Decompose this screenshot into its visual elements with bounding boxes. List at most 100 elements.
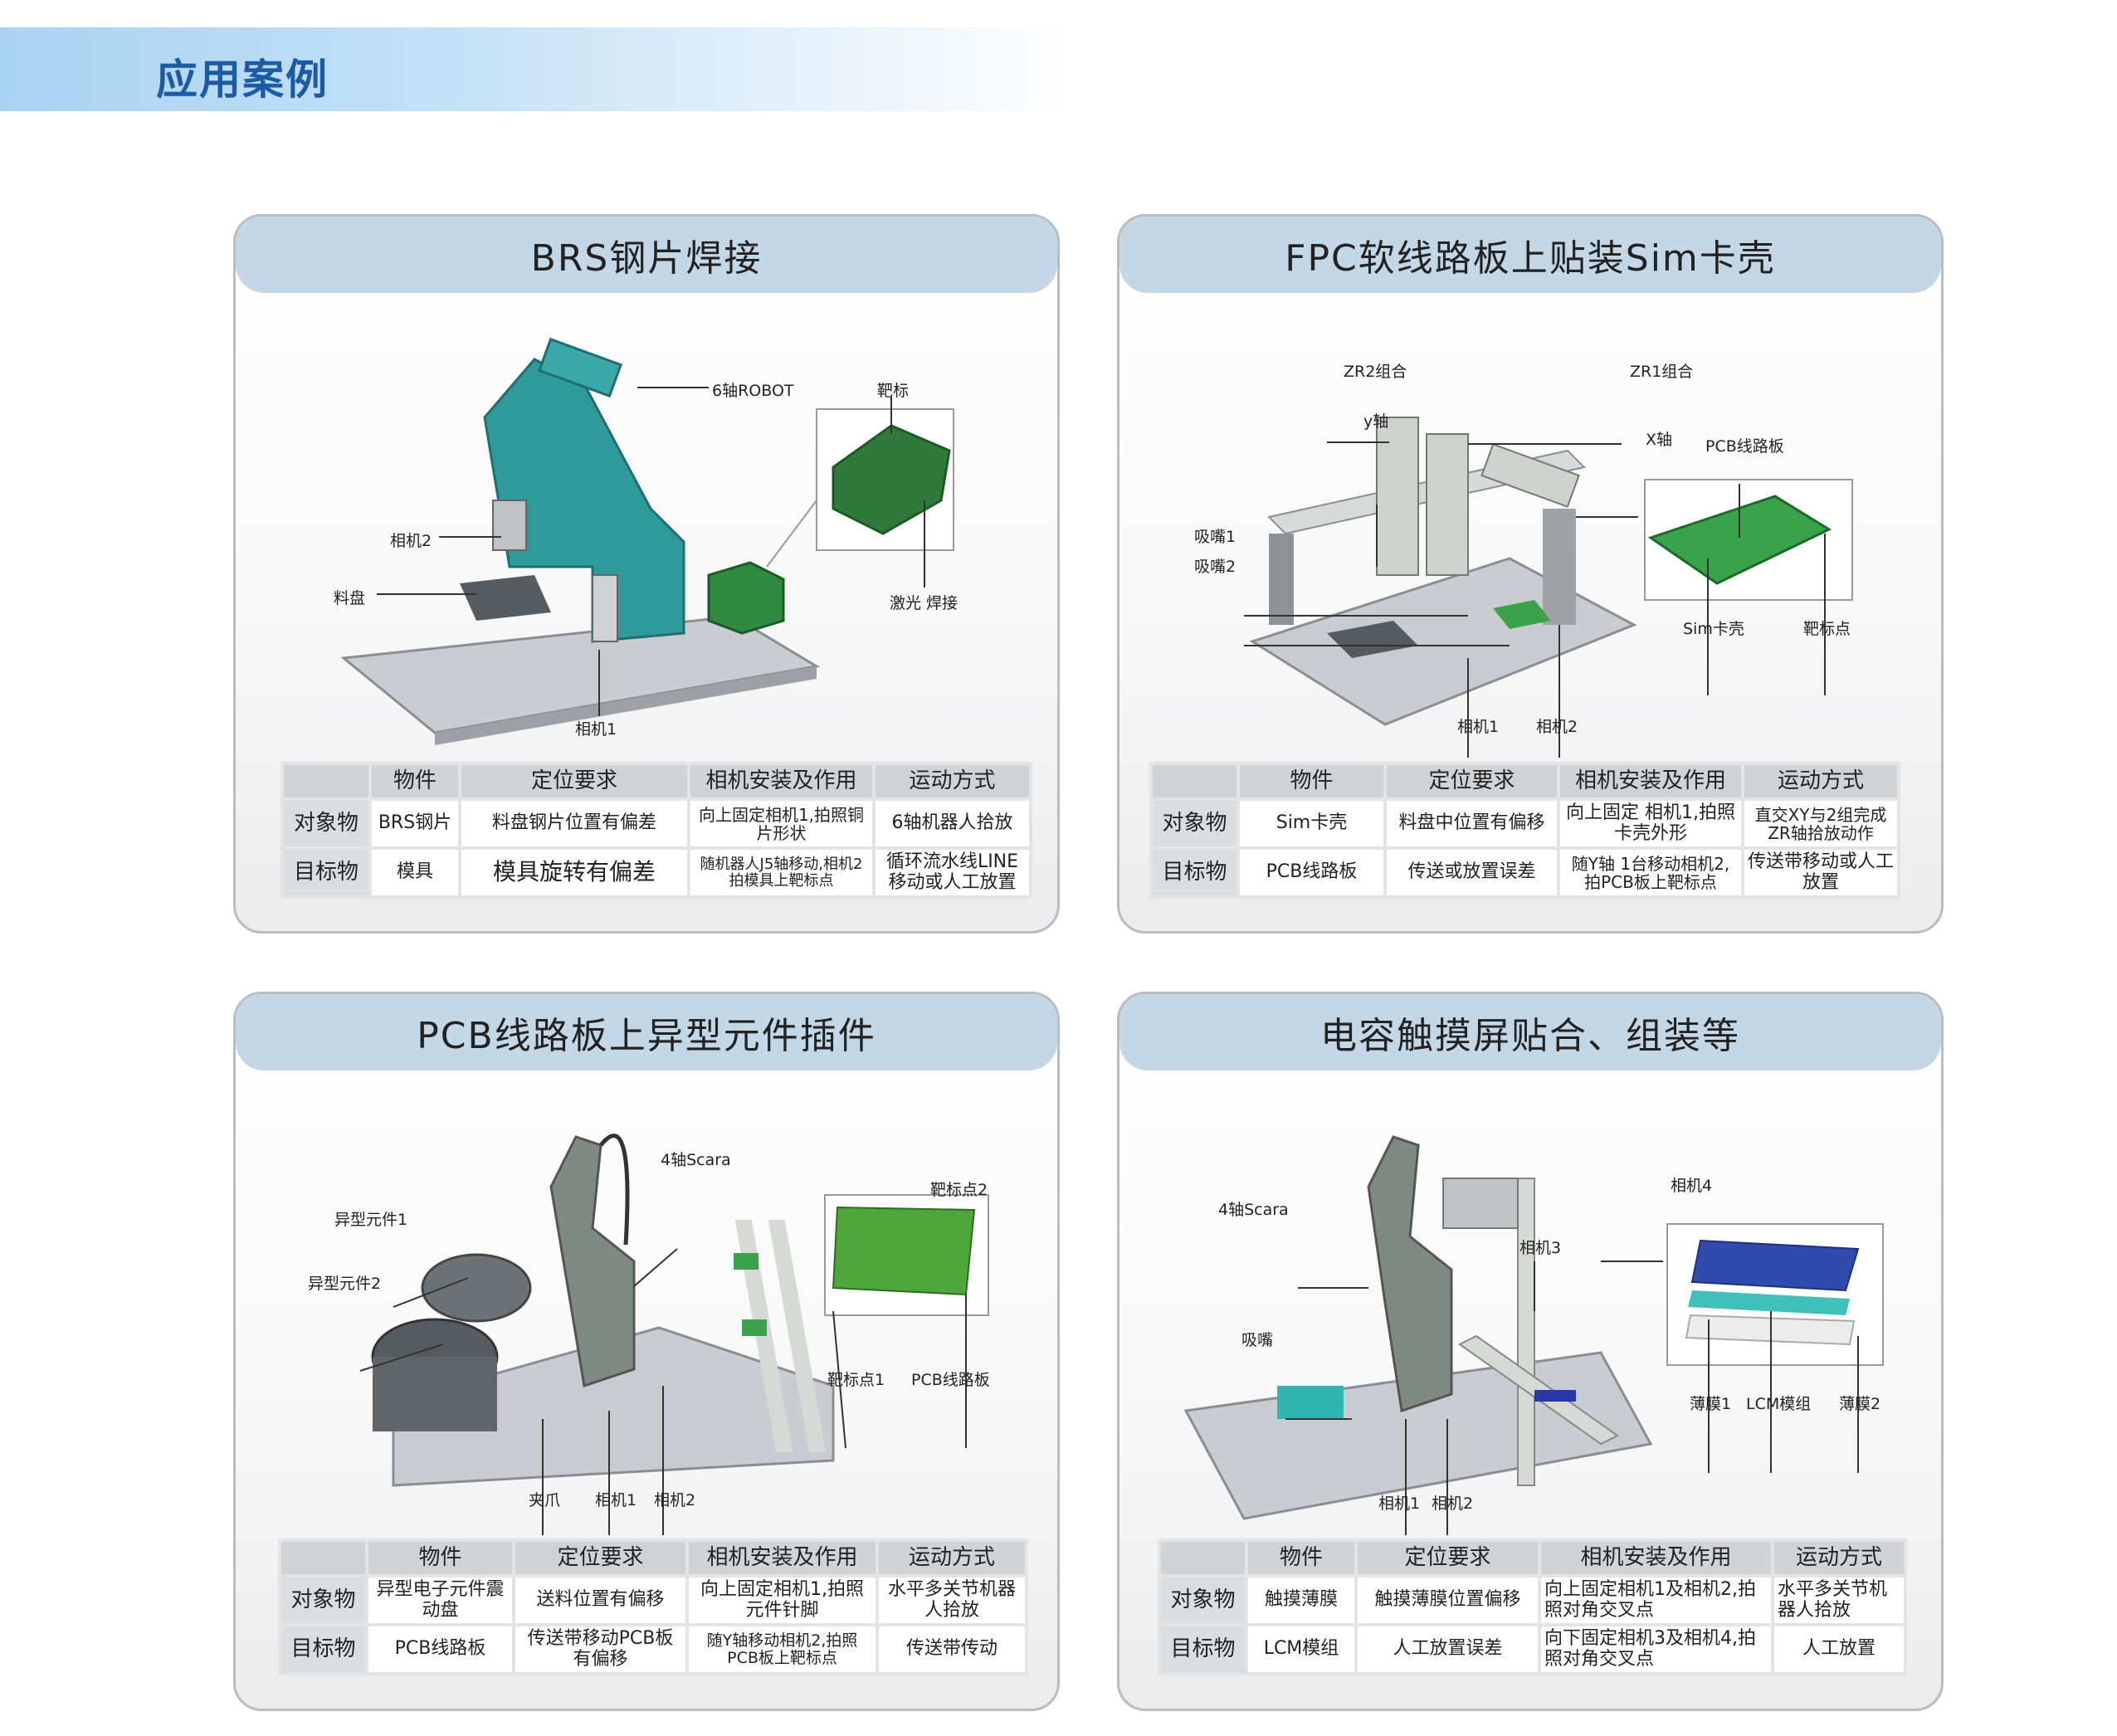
label-camera1: 相机1	[595, 1491, 637, 1509]
cell: 送料位置有偏移	[512, 1574, 689, 1626]
header-item: 物件	[1237, 762, 1387, 801]
cell: 随Y轴 1台移动相机2,拍PCB板上靶标点	[1557, 846, 1744, 899]
header-motion: 运动方式	[876, 1539, 1028, 1578]
cell: 触摸薄膜	[1245, 1574, 1358, 1626]
cell: 水平多关节机器人拾放	[1771, 1574, 1907, 1626]
cell: 料盘中位置有偏移	[1383, 797, 1560, 850]
header-positioning: 定位要求	[1354, 1539, 1541, 1578]
cell: 传送带移动或人工放置	[1741, 846, 1900, 899]
header-positioning: 定位要求	[458, 762, 690, 801]
header-motion: 运动方式	[1771, 1539, 1907, 1578]
header-item: 物件	[1245, 1539, 1358, 1578]
header-motion: 运动方式	[1741, 762, 1900, 801]
header-item: 物件	[365, 1539, 515, 1578]
row-label: 对象物	[1149, 797, 1240, 850]
cell: LCM模组	[1245, 1623, 1358, 1675]
case-card-fpc-sim: FPC软线路板上贴装Sim卡壳 ZR2组合 ZR1组合 y轴 X轴 PCB线路板…	[1117, 214, 1944, 934]
cell: PCB线路板	[1237, 846, 1387, 899]
table-row: 目标物模具模具旋转有偏差随机器人J5轴移动,相机2拍模具上靶标点循环流水线LIN…	[280, 846, 1032, 899]
cell: 6轴机器人拾放	[872, 797, 1032, 850]
header-positioning: 定位要求	[512, 1539, 689, 1578]
label-target-point2: 靶标点2	[930, 1181, 988, 1199]
header-positioning: 定位要求	[1383, 762, 1560, 801]
illustration-pcb-insertion: 4轴Scara 异型元件1 靶标点2 异型元件2 靶标点1 PCB线路板 夹爪 …	[236, 1070, 1057, 1568]
spec-table: 物件定位要求相机安装及作用运动方式 对象物触摸薄膜触摸薄膜位置偏移向上固定相机1…	[1158, 1539, 1907, 1675]
row-label: 目标物	[280, 846, 372, 899]
illustration-touchscreen: 4轴Scara 相机4 相机3 吸嘴 薄膜1 LCM模组 薄膜2 相机1 相机2	[1119, 1070, 1941, 1568]
card-title: FPC软线路板上贴装Sim卡壳	[1119, 217, 1941, 293]
robot-cell-drawing	[340, 337, 954, 745]
label-6axis-robot: 6轴ROBOT	[712, 382, 794, 400]
cell: 向上固定 相机1,拍照卡壳外形	[1557, 797, 1744, 850]
cell: 循环流水线LINE移动或人工放置	[872, 846, 1032, 899]
cell: 随Y轴移动相机2,拍照PCB板上靶标点	[685, 1623, 879, 1675]
section-banner	[0, 27, 1071, 111]
label-nozzle2: 吸嘴2	[1194, 558, 1237, 576]
row-label: 对象物	[1158, 1574, 1248, 1626]
cell: 传送带移动PCB板有偏移	[512, 1623, 689, 1675]
label-nozzle: 吸嘴	[1241, 1331, 1274, 1349]
label-4axis-scara: 4轴Scara	[1218, 1201, 1289, 1219]
row-label: 目标物	[1158, 1623, 1248, 1675]
label-y-axis: y轴	[1363, 412, 1389, 431]
cell: 人工放置	[1771, 1623, 1907, 1675]
cell: 模具	[368, 846, 461, 899]
cell: 向上固定相机1及相机2,拍照对角交叉点	[1538, 1574, 1774, 1626]
label-nozzle1: 吸嘴1	[1194, 528, 1237, 546]
label-laser-welding: 激光 焊接	[890, 594, 959, 612]
header-camera: 相机安装及作用	[1538, 1539, 1774, 1578]
header-blank	[280, 762, 372, 801]
table-row: 对象物异型电子元件震动盘送料位置有偏移向上固定相机1,拍照元件针脚水平多关节机器…	[278, 1574, 1028, 1626]
label-camera2: 相机2	[654, 1491, 696, 1509]
row-label: 目标物	[278, 1623, 368, 1675]
header-camera: 相机安装及作用	[1557, 762, 1744, 801]
label-sim-shell: Sim卡壳	[1683, 620, 1744, 638]
cell: 触摸薄膜位置偏移	[1354, 1574, 1541, 1626]
cell: 直交XY与2组完成ZR轴拾放动作	[1741, 797, 1900, 850]
scara-cell-drawing	[359, 1134, 989, 1568]
spec-table: 物件定位要求相机安装及作用运动方式 对象物异型电子元件震动盘送料位置有偏移向上固…	[278, 1539, 1028, 1675]
label-camera3: 相机3	[1519, 1239, 1562, 1257]
cell: 传送带传动	[876, 1623, 1028, 1675]
case-card-brs-welding: BRS钢片焊接 6轴ROBOT 靶标 相机2 料盘 激光 焊接 相机1 物件定位…	[233, 214, 1060, 934]
table-row: 对象物触摸薄膜触摸薄膜位置偏移向上固定相机1及相机2,拍照对角交叉点水平多关节机…	[1158, 1574, 1907, 1626]
label-camera2: 相机2	[1536, 718, 1578, 736]
label-camera1: 相机1	[1457, 718, 1500, 736]
label-pcb: PCB线路板	[911, 1371, 990, 1389]
header-blank	[278, 1539, 368, 1578]
label-target-point: 靶标点	[1803, 620, 1851, 638]
cell: Sim卡壳	[1237, 797, 1387, 850]
header-blank	[1158, 1539, 1248, 1578]
label-zr2: ZR2组合	[1344, 363, 1407, 381]
label-camera1: 相机1	[575, 720, 617, 739]
cell: 人工放置误差	[1354, 1623, 1541, 1675]
header-camera: 相机安装及作用	[685, 1539, 879, 1578]
card-title: BRS钢片焊接	[236, 217, 1057, 293]
label-x-axis: X轴	[1646, 431, 1673, 449]
cell: 异型电子元件震动盘	[365, 1574, 515, 1626]
card-title: PCB线路板上异型元件插件	[236, 994, 1057, 1070]
label-gripper: 夹爪	[529, 1491, 561, 1509]
cell: 向上固定相机1,拍照铜片形状	[687, 797, 876, 850]
card-title: 电容触摸屏贴合、组装等	[1119, 994, 1941, 1070]
label-pcb: PCB线路板	[1705, 437, 1784, 456]
cell: PCB线路板	[365, 1623, 515, 1675]
cell: 向上固定相机1,拍照元件针脚	[685, 1574, 879, 1626]
label-component1: 异型元件1	[334, 1211, 408, 1229]
illustration-fpc-sim: ZR2组合 ZR1组合 y轴 X轴 PCB线路板 吸嘴1 吸嘴2 Sim卡壳 靶…	[1119, 293, 1941, 787]
label-film1: 薄膜1	[1690, 1395, 1732, 1413]
cell: 料盘钢片位置有偏差	[458, 797, 690, 850]
label-camera2: 相机2	[390, 532, 432, 550]
lamination-cell-drawing	[1183, 1135, 1884, 1568]
label-camera4: 相机4	[1671, 1177, 1713, 1195]
case-card-touchscreen: 电容触摸屏贴合、组装等 4轴Scara 相机4 相机3 吸嘴 薄膜1 LCM模组…	[1117, 992, 1944, 1711]
row-label: 目标物	[1149, 846, 1240, 899]
cell: 随机器人J5轴移动,相机2拍模具上靶标点	[687, 846, 876, 899]
label-4axis-scara: 4轴Scara	[661, 1151, 731, 1169]
cell: 模具旋转有偏差	[458, 846, 690, 899]
cell: BRS钢片	[368, 797, 461, 850]
cell: 水平多关节机器人拾放	[876, 1574, 1028, 1626]
